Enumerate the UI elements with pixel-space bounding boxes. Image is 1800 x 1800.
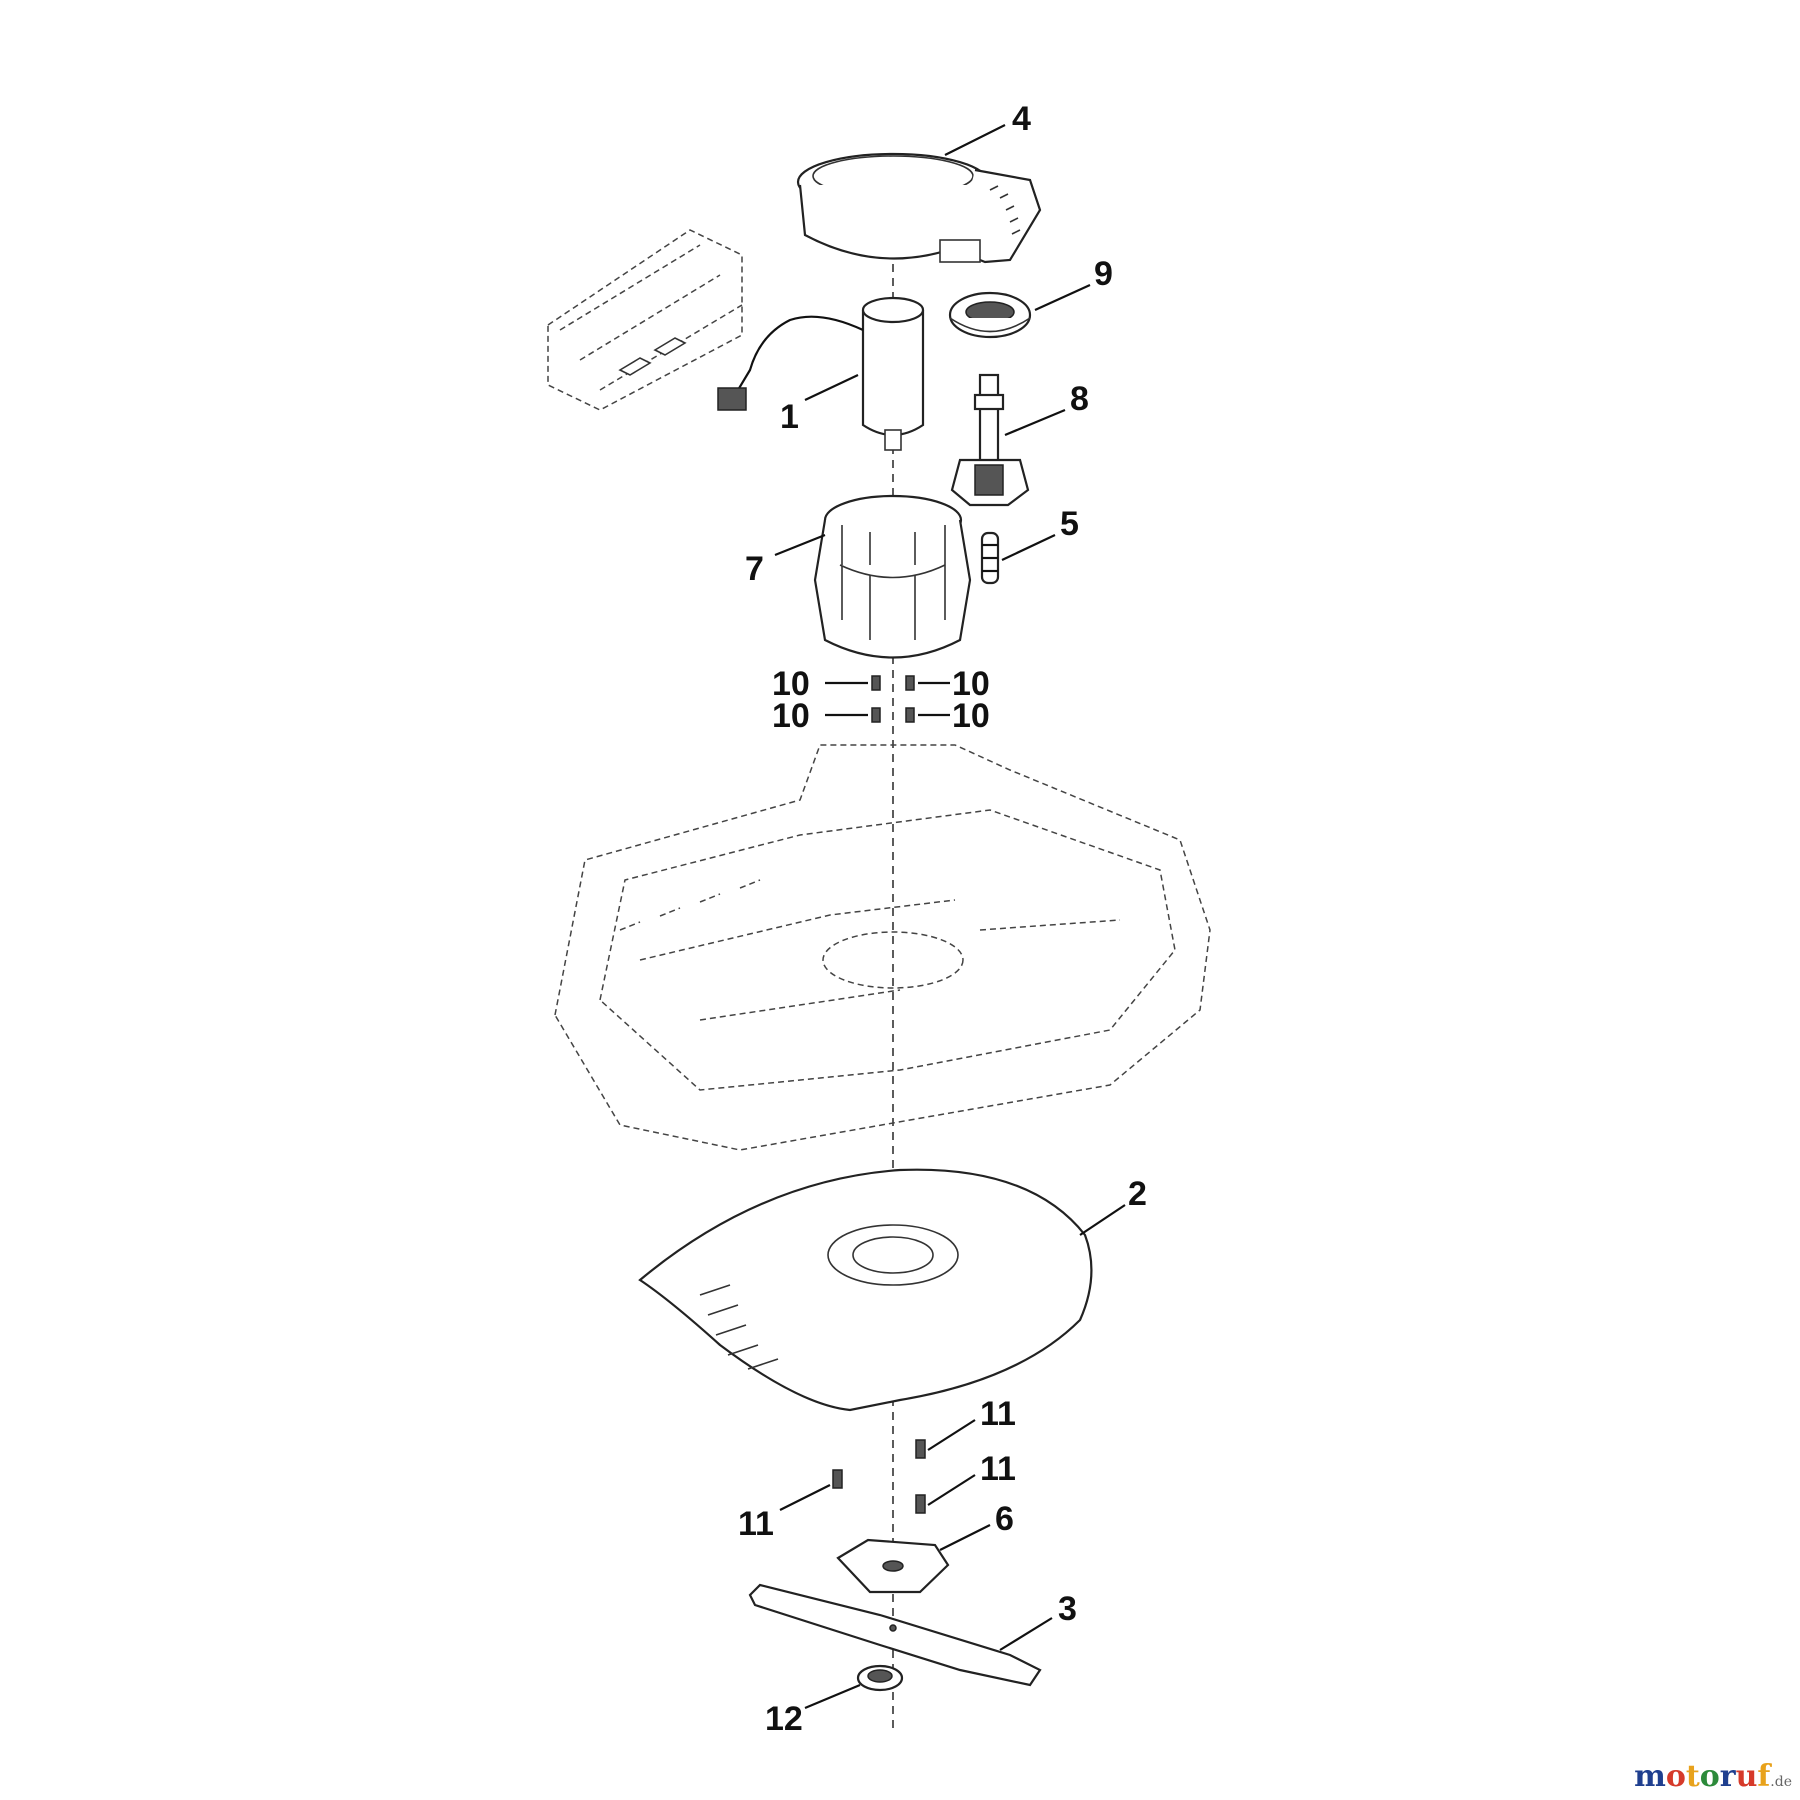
callout-11-middle: 11	[980, 1450, 1016, 1488]
part-3-blade	[748, 1583, 1042, 1687]
callout-labels: 4 9 8 1 5 7 10 10 10 10 2 11 11 11 6 3 1…	[738, 100, 1147, 1738]
part-4-gear-ring	[796, 152, 1042, 264]
callout-10-top-left: 10	[772, 665, 810, 703]
watermark-letter: m	[1634, 1759, 1666, 1794]
part-7-motor-housing	[813, 494, 972, 659]
callout-4: 4	[1012, 100, 1031, 138]
watermark-suffix: .de	[1770, 1774, 1792, 1790]
callout-10-bottom-right: 10	[952, 697, 990, 735]
watermark-letter: u	[1735, 1759, 1758, 1794]
callout-12: 12	[765, 1700, 803, 1738]
watermark-letter: r	[1719, 1759, 1736, 1794]
watermark-letter: t	[1685, 1759, 1700, 1794]
callout-10-bottom-left: 10	[772, 697, 810, 735]
part-1-motor	[717, 296, 925, 451]
part-5-small-gear	[980, 531, 1000, 585]
callout-8: 8	[1070, 380, 1089, 418]
watermark-letter: f	[1757, 1759, 1771, 1794]
watermark-letter: o	[1665, 1759, 1686, 1794]
control-board	[547, 229, 743, 411]
watermark-letter: o	[1699, 1759, 1720, 1794]
part-2-blade-guard	[638, 1168, 1093, 1412]
part-8-drive-shaft	[950, 373, 1030, 507]
callout-10-top-right: 10	[952, 665, 990, 703]
callout-5: 5	[1060, 505, 1079, 543]
callout-1: 1	[780, 398, 799, 436]
part-11-screws	[832, 1439, 926, 1514]
part-10-screws	[871, 675, 915, 723]
watermark-logo: motoruf.de	[1634, 1759, 1792, 1794]
part-9-disc	[948, 291, 1032, 339]
chassis-housing	[554, 744, 1211, 1151]
callout-11-left: 11	[738, 1505, 774, 1543]
leader-lines	[774, 124, 1126, 1710]
watermark-brand: motoruf	[1634, 1759, 1770, 1794]
callout-3: 3	[1058, 1590, 1077, 1628]
callout-9: 9	[1094, 255, 1113, 293]
part-6-blade-hub	[836, 1538, 950, 1594]
callout-6: 6	[995, 1500, 1014, 1538]
callout-11-top: 11	[980, 1395, 1016, 1433]
part-12-disc	[856, 1664, 904, 1692]
callout-2: 2	[1128, 1175, 1147, 1213]
callout-7: 7	[745, 550, 764, 588]
